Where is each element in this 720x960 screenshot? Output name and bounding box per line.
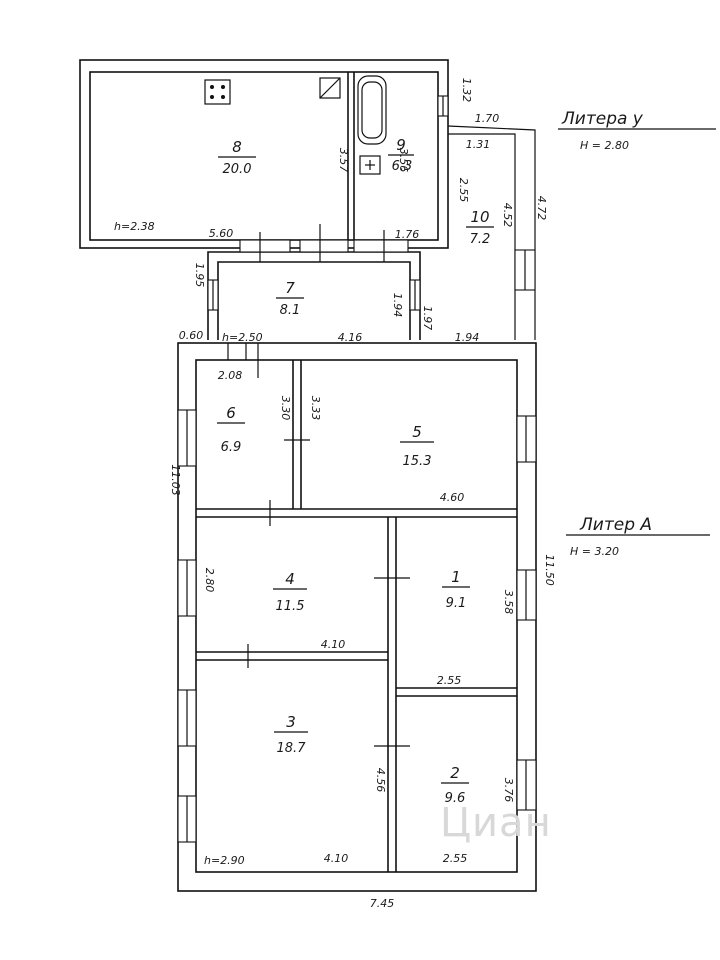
room-number: 9: [396, 136, 406, 154]
dimension: 2.55: [457, 178, 470, 203]
dimension: 2.08: [218, 369, 243, 382]
dimension: 1.70: [475, 112, 500, 125]
sink-icon: [319, 77, 341, 99]
dimension: 1.31: [466, 138, 491, 151]
room-10-walls: [447, 125, 536, 340]
dimension: 2.80: [203, 568, 216, 593]
dimension: 4.10: [321, 638, 346, 651]
dimension: 3.76: [502, 778, 515, 803]
dimension: 1.94: [455, 331, 480, 344]
litera-u-label: Литера у: [561, 109, 644, 129]
stove-icon: [204, 79, 231, 105]
room-7-walls: [207, 224, 421, 340]
dimension: 7.45: [370, 897, 395, 910]
dimension: 1.32: [460, 78, 473, 103]
dimension: 3.30: [279, 396, 292, 421]
room-number: 3: [286, 713, 296, 731]
room-number: 6: [226, 404, 236, 422]
dimension: 2.55: [443, 852, 468, 865]
room-number: 8: [232, 138, 242, 156]
dimension: 1.97: [421, 306, 434, 331]
room-area: 9.1: [446, 596, 467, 611]
room-number: 2: [450, 764, 460, 782]
dimension: 5.60: [209, 227, 234, 240]
room-area: 20.0: [223, 162, 252, 177]
dimension: 1.76: [395, 228, 420, 241]
dimension: 11.50: [543, 554, 556, 586]
litera-a-height: H = 3.20: [570, 545, 619, 558]
room-area: 11.5: [276, 599, 305, 614]
dimension: 1.94: [391, 293, 404, 318]
room-area: 6.9: [221, 440, 242, 455]
room-number: 1: [451, 568, 461, 586]
dimension: 4.10: [324, 852, 349, 865]
dimension: 3.58: [502, 590, 515, 615]
dimension: 3.33: [309, 396, 322, 421]
litera-u-height: H = 2.80: [580, 139, 629, 152]
room-number: 7: [285, 279, 295, 297]
watermark: Циан: [440, 800, 552, 846]
room-area: 6.3: [392, 159, 413, 174]
height-label: h=2.38: [114, 220, 155, 233]
bathtub-icon: [357, 75, 387, 145]
dimension: 4.60: [440, 491, 465, 504]
room-number: 10: [470, 208, 489, 226]
dimension: 0.60: [179, 329, 204, 342]
height-label: h=2.50: [222, 331, 263, 344]
boiler-icon: [359, 155, 381, 175]
dimension: 4.72: [535, 196, 548, 221]
room-area: 15.3: [403, 454, 432, 469]
room-area: 18.7: [277, 741, 307, 756]
room-number: 4: [285, 570, 295, 588]
litera-a-label: Литер А: [579, 515, 652, 535]
dimension: 2.55: [437, 674, 462, 687]
dimension: 11.03: [169, 464, 182, 496]
dimension: 3.57: [337, 148, 350, 173]
height-label: h=2.90: [204, 854, 245, 867]
dimension: 1.95: [193, 263, 206, 288]
dimension: 3.56: [397, 148, 410, 173]
room-labels: 8 20.0 9 6.3 10 7.2 7 8.1 6 6.9 5 15.3 4…: [217, 136, 494, 806]
room-number: 5: [412, 423, 422, 441]
annex-window: [437, 95, 449, 117]
dimension: 4.16: [338, 331, 363, 344]
room-area: 8.1: [280, 303, 301, 318]
dimension-labels: 1.32 1.70 1.31 3.57 3.56 2.55 4.52 4.72 …: [114, 78, 556, 910]
main-windows: [177, 343, 537, 843]
room-area: 7.2: [470, 232, 491, 247]
litera-labels: Литера у H = 2.80 Литер А H = 3.20: [558, 109, 716, 558]
room-area: 9.6: [445, 791, 466, 806]
dimension: 4.52: [501, 203, 514, 228]
dimension: 4.56: [374, 768, 387, 793]
